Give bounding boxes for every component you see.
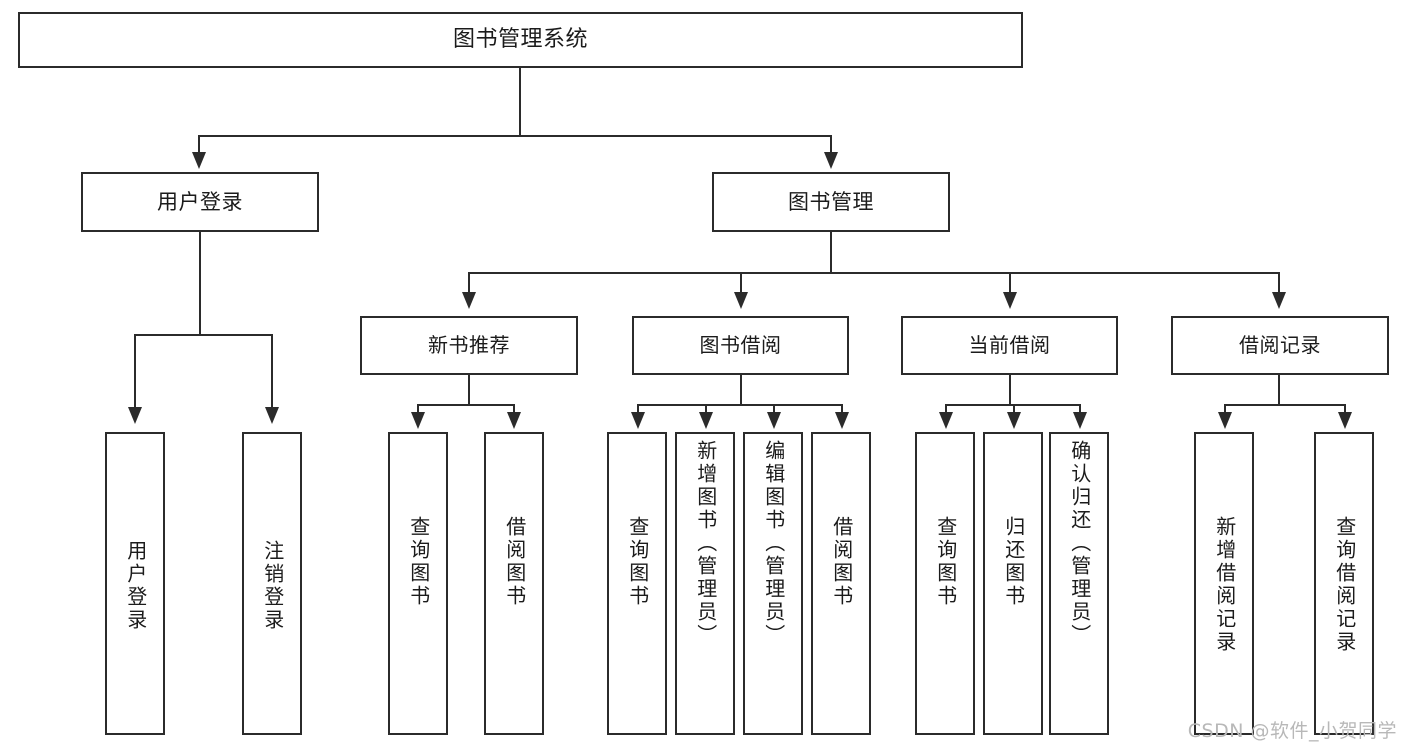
node-root-system[interactable]: 图书管理系统 bbox=[18, 12, 1023, 68]
connector-user-login-drop-2 bbox=[271, 334, 274, 410]
node-label: 新书推荐 bbox=[428, 333, 510, 357]
connector-root-stem bbox=[519, 68, 522, 136]
leaf-br-add-record[interactable]: 新增借阅记录 bbox=[1194, 432, 1254, 735]
connector-cb-bus bbox=[945, 404, 1080, 407]
connector-nbr-drop-2 bbox=[513, 404, 516, 416]
arrowhead-cb-query-book bbox=[939, 412, 953, 429]
leaf-br-query-record[interactable]: 查询借阅记录 bbox=[1314, 432, 1374, 735]
connector-book-manage-drop-1 bbox=[468, 272, 471, 296]
leaf-nbr-borrow-book[interactable]: 借阅图书 bbox=[484, 432, 544, 735]
leaf-user-login[interactable]: 用户登录 bbox=[105, 432, 165, 735]
node-label: 确认归还（管理员） bbox=[1067, 440, 1092, 647]
arrowhead-leaf-logout bbox=[265, 407, 279, 424]
node-label: 借阅记录 bbox=[1239, 333, 1321, 357]
connector-br-drop-2 bbox=[1344, 404, 1347, 416]
arrowhead-bb-add-book bbox=[699, 412, 713, 429]
leaf-logout[interactable]: 注销登录 bbox=[242, 432, 302, 735]
connector-user-login-stem bbox=[199, 232, 202, 335]
arrowhead-book-borrow bbox=[734, 292, 748, 309]
connector-book-manage-drop-4 bbox=[1278, 272, 1281, 296]
connector-bb-drop-4 bbox=[841, 404, 844, 416]
node-book-manage[interactable]: 图书管理 bbox=[712, 172, 950, 232]
connector-user-login-bus bbox=[134, 334, 273, 337]
connector-br-stem bbox=[1278, 375, 1281, 406]
node-label: 新增图书（管理员） bbox=[693, 440, 718, 647]
connector-bb-stem bbox=[740, 375, 743, 406]
node-label: 当前借阅 bbox=[968, 333, 1051, 357]
connector-bb-drop-3 bbox=[773, 404, 776, 416]
connector-bb-bus bbox=[637, 404, 843, 407]
connector-book-manage-bus bbox=[468, 272, 1280, 275]
arrowhead-new-book-recommend bbox=[462, 292, 476, 309]
node-label: 注销登录 bbox=[260, 540, 285, 632]
node-label: 图书管理 bbox=[788, 189, 874, 214]
leaf-cb-confirm-return[interactable]: 确认归还（管理员） bbox=[1049, 432, 1109, 735]
node-label: 用户登录 bbox=[123, 540, 148, 632]
connector-root-drop-1 bbox=[198, 135, 201, 157]
leaf-nbr-query-book[interactable]: 查询图书 bbox=[388, 432, 448, 735]
node-label: 查询图书 bbox=[625, 516, 650, 608]
arrowhead-book-manage bbox=[824, 152, 838, 169]
node-label: 查询图书 bbox=[406, 516, 431, 608]
connector-nbr-bus bbox=[417, 404, 515, 407]
node-label: 查询图书 bbox=[933, 516, 958, 608]
node-label: 编辑图书（管理员） bbox=[761, 440, 786, 647]
connector-user-login-drop-1 bbox=[134, 334, 137, 410]
arrowhead-br-add-record bbox=[1218, 412, 1232, 429]
arrowhead-nbr-query-book bbox=[411, 412, 425, 429]
node-new-book-recommend[interactable]: 新书推荐 bbox=[360, 316, 578, 375]
connector-bb-drop-2 bbox=[705, 404, 708, 416]
connector-book-manage-stem bbox=[830, 232, 833, 274]
leaf-cb-query-book[interactable]: 查询图书 bbox=[915, 432, 975, 735]
connector-cb-drop-2 bbox=[1013, 404, 1016, 416]
node-label: 借阅图书 bbox=[829, 516, 854, 608]
leaf-cb-return-book[interactable]: 归还图书 bbox=[983, 432, 1043, 735]
leaf-bb-borrow-book[interactable]: 借阅图书 bbox=[811, 432, 871, 735]
arrowhead-bb-borrow-book bbox=[835, 412, 849, 429]
arrowhead-current-borrow bbox=[1003, 292, 1017, 309]
arrowhead-cb-return-book bbox=[1007, 412, 1021, 429]
connector-root-bus bbox=[198, 135, 832, 138]
leaf-bb-edit-book[interactable]: 编辑图书（管理员） bbox=[743, 432, 803, 735]
connector-cb-stem bbox=[1009, 375, 1012, 406]
arrowhead-borrow-record bbox=[1272, 292, 1286, 309]
arrowhead-bb-edit-book bbox=[767, 412, 781, 429]
connector-root-drop-2 bbox=[830, 135, 833, 157]
node-label: 用户登录 bbox=[157, 189, 243, 214]
node-label: 图书借阅 bbox=[699, 333, 782, 357]
connector-nbr-drop-1 bbox=[417, 404, 420, 416]
leaf-bb-add-book[interactable]: 新增图书（管理员） bbox=[675, 432, 735, 735]
connector-br-drop-1 bbox=[1224, 404, 1227, 416]
arrowhead-cb-confirm-return bbox=[1073, 412, 1087, 429]
connector-cb-drop-3 bbox=[1079, 404, 1082, 416]
leaf-bb-query-book[interactable]: 查询图书 bbox=[607, 432, 667, 735]
node-book-borrow[interactable]: 图书借阅 bbox=[632, 316, 849, 375]
node-label: 查询借阅记录 bbox=[1332, 516, 1357, 654]
arrowhead-bb-query-book bbox=[631, 412, 645, 429]
node-user-login[interactable]: 用户登录 bbox=[81, 172, 319, 232]
node-label: 归还图书 bbox=[1001, 516, 1026, 608]
connector-cb-drop-1 bbox=[945, 404, 948, 416]
arrowhead-leaf-user-login bbox=[128, 407, 142, 424]
connector-book-manage-drop-3 bbox=[1009, 272, 1012, 296]
connector-bb-drop-1 bbox=[637, 404, 640, 416]
arrowhead-br-query-record bbox=[1338, 412, 1352, 429]
node-label: 新增借阅记录 bbox=[1212, 516, 1237, 654]
connector-book-manage-drop-2 bbox=[740, 272, 743, 296]
node-current-borrow[interactable]: 当前借阅 bbox=[901, 316, 1118, 375]
connector-nbr-stem bbox=[468, 375, 471, 406]
node-borrow-record[interactable]: 借阅记录 bbox=[1171, 316, 1389, 375]
arrowhead-user-login bbox=[192, 152, 206, 169]
arrowhead-nbr-borrow-book bbox=[507, 412, 521, 429]
node-label: 借阅图书 bbox=[502, 516, 527, 608]
connector-br-bus bbox=[1224, 404, 1345, 407]
node-label: 图书管理系统 bbox=[452, 27, 588, 53]
